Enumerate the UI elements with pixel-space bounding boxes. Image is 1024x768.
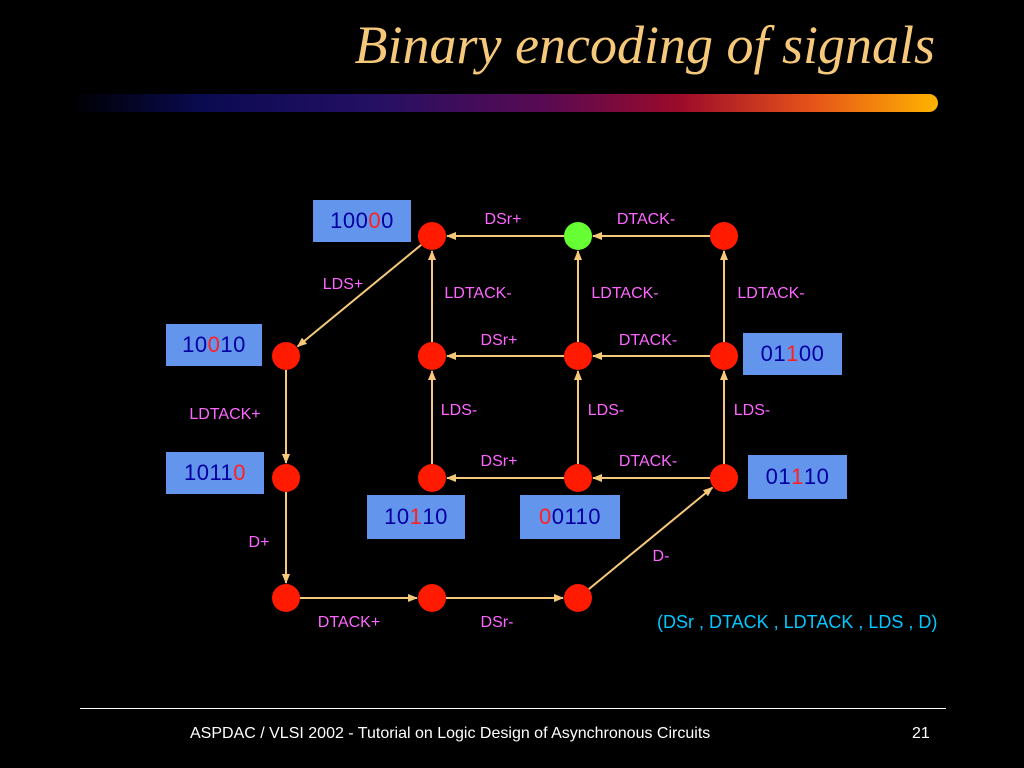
slide-title: Binary encoding of signals: [354, 15, 935, 75]
state-node-n_r1c3: [710, 222, 738, 250]
arc-label-15: DTACK+: [318, 614, 380, 631]
state-node-n_r2c0: [272, 342, 300, 370]
code-bits: 01: [765, 464, 792, 489]
arc-label-12: DSr+: [481, 453, 518, 470]
arc-label-16: DSr-: [481, 614, 514, 631]
arc-label-10: LDS-: [588, 402, 624, 419]
code-bits: 00: [798, 341, 825, 366]
code-bits: 100: [330, 208, 369, 233]
code-changing-bit: 1: [786, 341, 799, 366]
footer-divider: [80, 708, 946, 709]
title-gradient-bar: [70, 94, 938, 112]
arc-label-3: LDTACK-: [444, 285, 511, 302]
arc-label-13: DTACK-: [619, 453, 677, 470]
state-node-n_r4c0: [272, 584, 300, 612]
arc-n_r1c1-to-n_r2c0: [296, 244, 422, 348]
state-node-n_r4c1: [418, 584, 446, 612]
arc-label-6: DSr+: [481, 332, 518, 349]
state-node-n_r4c2: [564, 584, 592, 612]
state-node-n_r2c1: [418, 342, 446, 370]
code-bits: 1011: [183, 460, 234, 485]
footer-text: ASPDAC / VLSI 2002 - Tutorial on Logic D…: [190, 725, 711, 742]
code-bits: 10: [220, 332, 246, 357]
arc-label-8: LDTACK+: [189, 406, 260, 423]
code-changing-bit: 1: [791, 464, 804, 489]
code-changing-bit: 0: [233, 460, 247, 485]
initial-state-node: [564, 222, 592, 250]
page-number: 21: [912, 725, 930, 742]
arc-label-11: LDS-: [734, 402, 770, 419]
arc-label-17: D-: [653, 548, 670, 565]
state-node-n_r3c0: [272, 464, 300, 492]
arc-label-9: LDS-: [441, 402, 477, 419]
arc-label-5: LDTACK-: [737, 285, 804, 302]
code-bits: 10: [384, 504, 410, 529]
state-node-n_r3c1: [418, 464, 446, 492]
state-node-n_r2c2: [564, 342, 592, 370]
arc-label-4: LDTACK-: [591, 285, 658, 302]
arc-label-7: DTACK-: [619, 332, 677, 349]
state-node-n_r3c3: [710, 464, 738, 492]
code-bits: 0: [381, 208, 394, 233]
code-bits: 10: [803, 464, 830, 489]
arc-label-1: DTACK-: [617, 211, 675, 228]
code-bits: 10: [422, 504, 448, 529]
code-changing-bit: 0: [207, 332, 221, 357]
code-bits: 10: [182, 332, 208, 357]
state-node-n_r1c1: [418, 222, 446, 250]
arc-label-14: D+: [249, 534, 270, 551]
arc-n_r4c2-to-n_r3c3: [588, 486, 714, 590]
arc-label-0: DSr+: [485, 211, 522, 228]
state-node-n_r3c2: [564, 464, 592, 492]
arc-label-2: LDS+: [323, 276, 363, 293]
code-changing-bit: 1: [409, 504, 423, 529]
signal-order-legend: (DSr , DTACK , LDTACK , LDS , D): [657, 612, 938, 632]
code-bits: 0110: [551, 504, 602, 529]
code-changing-bit: 0: [538, 504, 552, 529]
state-node-n_r2c3: [710, 342, 738, 370]
code-changing-bit: 0: [368, 208, 382, 233]
code-bits: 01: [760, 341, 787, 366]
